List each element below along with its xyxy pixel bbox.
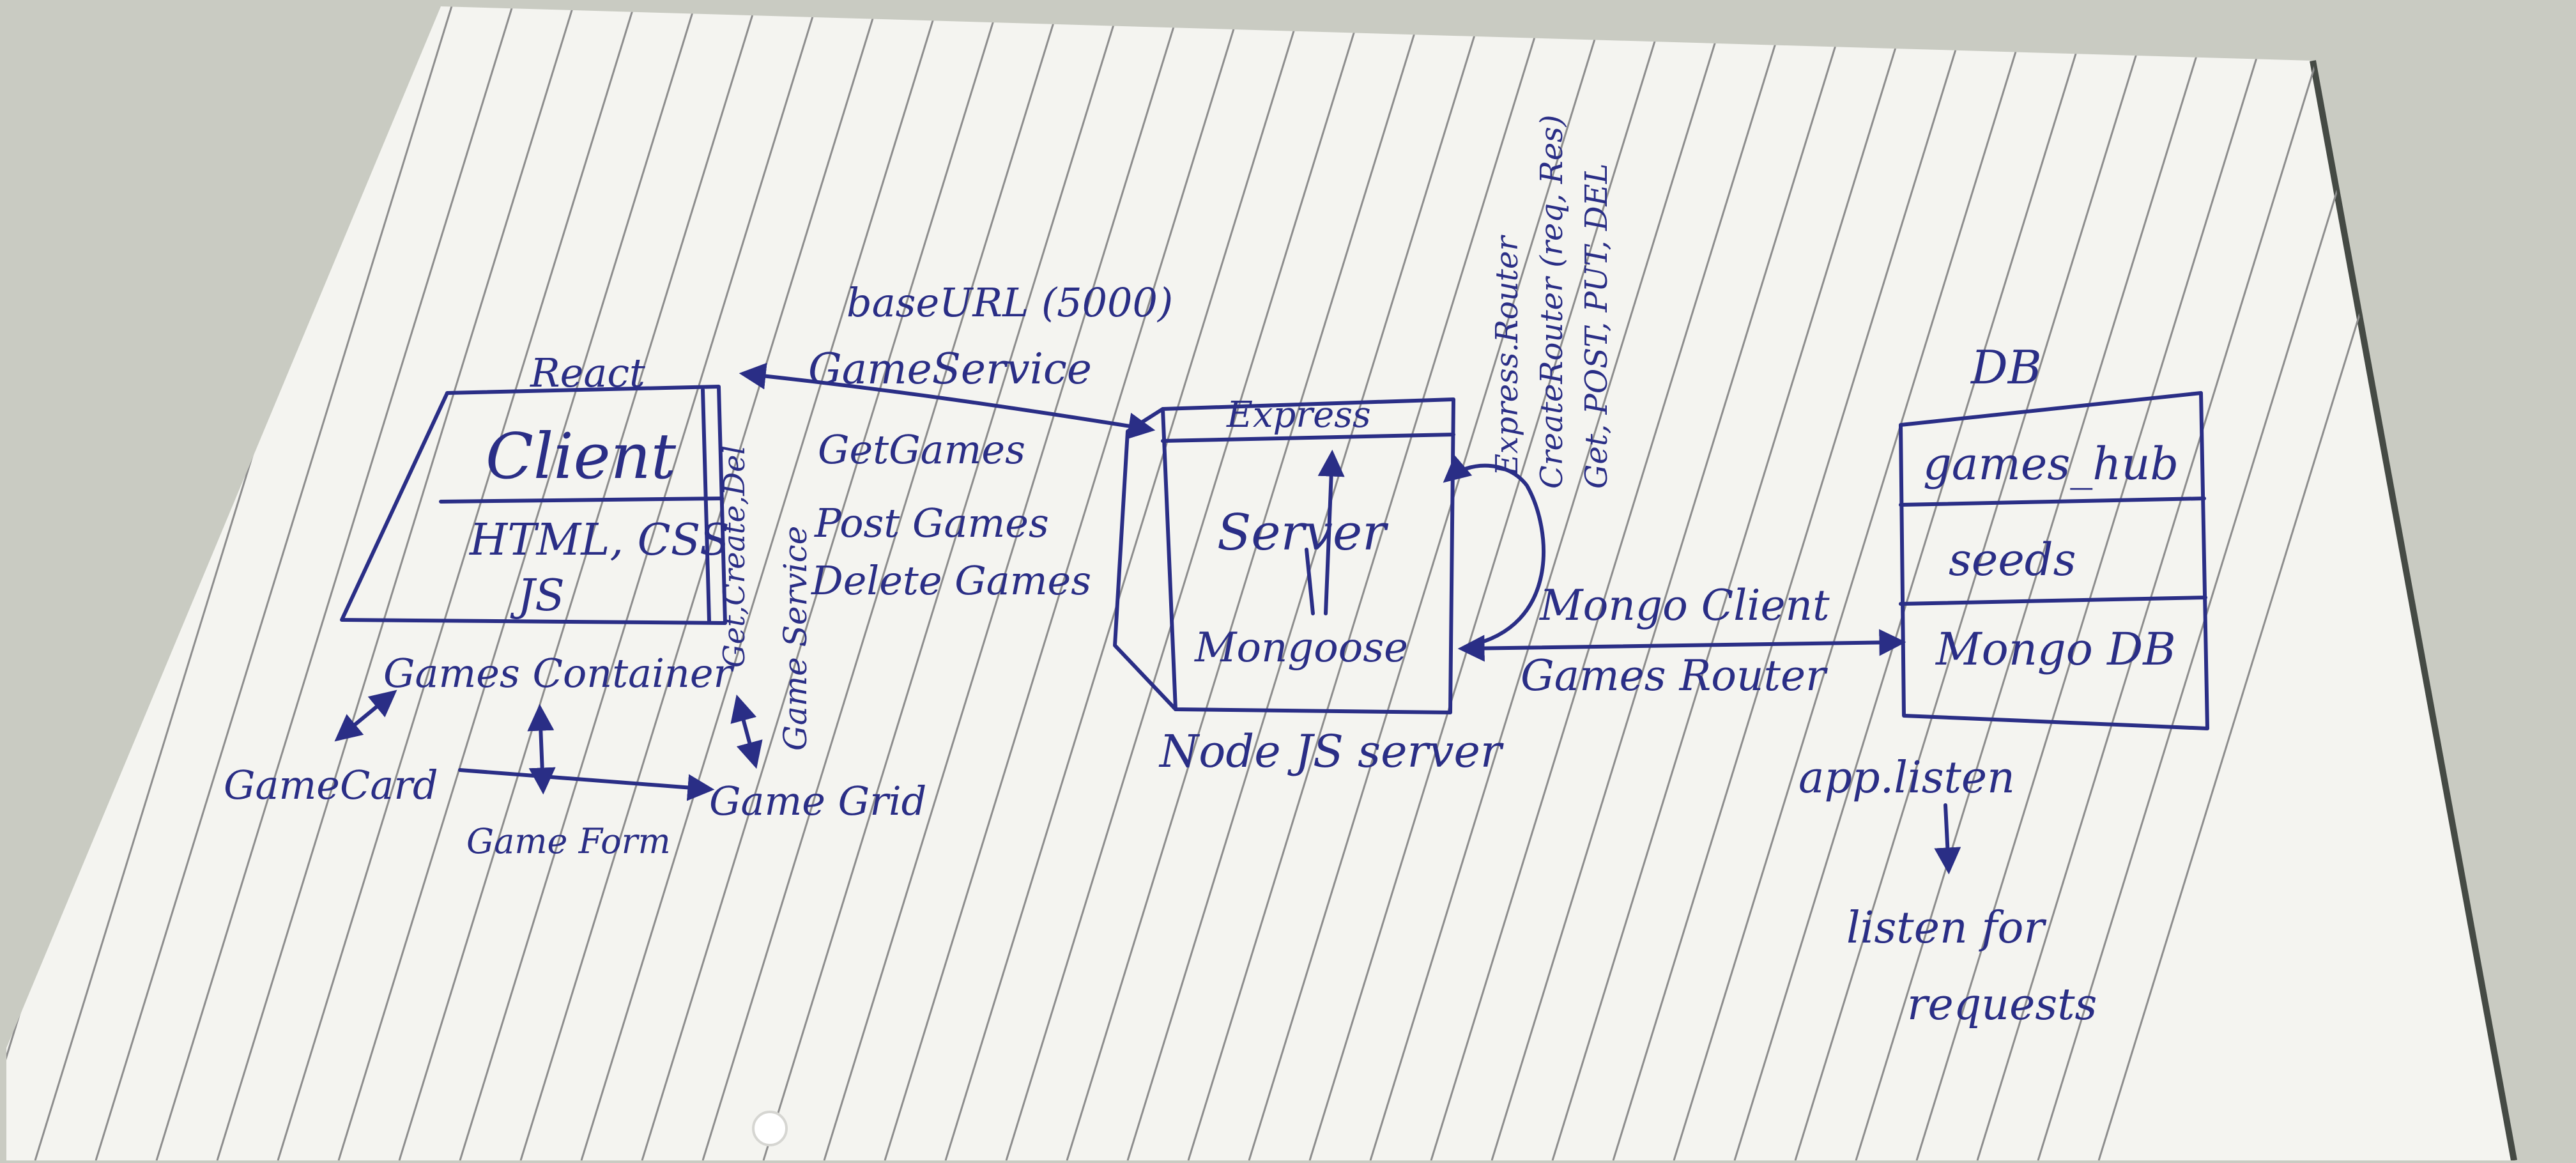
ruled-line	[1612, 6, 1972, 1160]
ruled-line	[155, 6, 516, 1160]
ruled-line	[1915, 6, 2276, 1160]
gamecard-label: GameCard	[224, 762, 438, 808]
ruled-line	[641, 6, 1001, 1160]
router-loop-arrow	[1443, 455, 1545, 647]
ruled-line	[216, 6, 576, 1160]
ruled-line	[823, 6, 1183, 1160]
listen-result-line1: listen for	[1846, 903, 2046, 953]
ruled-line	[1976, 6, 2336, 1160]
client-service-arrow	[730, 694, 763, 769]
ruled-line	[1369, 6, 1729, 1160]
server-express-divider	[1161, 433, 1455, 443]
node-server-caption: Node JS server	[1158, 725, 1504, 778]
game-service-label: GameService	[808, 344, 1092, 394]
db-header: DB	[1970, 341, 2042, 394]
gamegrid-label: Game Grid	[709, 778, 926, 824]
router-note-1: Express.Router	[1489, 235, 1525, 477]
server-inner-line	[1305, 548, 1315, 615]
ruled-line	[1066, 6, 1426, 1160]
service-to-express-arrow	[739, 362, 1156, 440]
server-front	[1161, 397, 1455, 714]
ruled-line	[944, 6, 1305, 1160]
client-tech-line2: JS	[510, 571, 565, 621]
games-container-label: Games Container	[383, 650, 735, 697]
server-to-db-arrow	[1457, 629, 1906, 662]
ruled-line	[1794, 6, 2154, 1160]
ruled-line	[762, 6, 1123, 1160]
client-side-label: Get,Create,Del	[717, 445, 751, 668]
ruled-line	[1248, 6, 1608, 1160]
ruled-line	[337, 6, 698, 1160]
service-vertical-label: Game Service	[777, 526, 814, 751]
ruled-line	[884, 6, 1244, 1160]
app-listen-label: app.listen	[1798, 753, 2015, 803]
ruled-line	[277, 6, 637, 1160]
router-note-3: Get, POST, PUT, DEL	[1579, 164, 1614, 489]
server-inner-arrow	[1317, 449, 1345, 615]
ruled-line	[2037, 6, 2397, 1160]
server-label: Server	[1217, 504, 1389, 562]
delete-games-method: Delete Games	[811, 557, 1091, 604]
ruled-line	[580, 6, 940, 1160]
ruled-line	[1491, 6, 1851, 1160]
client-side-divider	[701, 388, 711, 623]
ruled-line	[398, 6, 758, 1160]
paper-sheet	[6, 6, 2514, 1160]
client-title: Client	[486, 420, 677, 493]
ruled-line	[1855, 6, 2215, 1160]
ruled-line	[1733, 6, 2094, 1160]
gameform-label: Game Form	[466, 821, 671, 861]
mongoose-label: Mongoose	[1194, 624, 1408, 672]
get-games-method: GetGames	[818, 426, 1025, 473]
router-note-2: CreateRouter (req, Res)	[1534, 115, 1570, 489]
post-games-method: Post Games	[814, 500, 1049, 546]
ruled-line	[702, 6, 1062, 1160]
client-box	[340, 385, 727, 625]
mongo-client-label: Mongo Client	[1539, 581, 1830, 630]
container-gamecard-arrow	[334, 689, 397, 742]
express-label: Express	[1226, 394, 1371, 436]
client-divider	[439, 497, 724, 504]
base-url-label: baseURL (5000)	[847, 279, 1173, 326]
client-tech-line1: HTML, CSS	[468, 515, 730, 566]
ruled-line	[519, 6, 880, 1160]
ruled-line	[1673, 6, 2033, 1160]
db-row-mongodb: Mongo DB	[1935, 623, 2176, 675]
listen-arrow	[1934, 803, 1961, 875]
ruled-line	[1308, 6, 1669, 1160]
ruled-lines	[6, 6, 2458, 1160]
db-row-divider-1	[1899, 497, 2206, 507]
db-row-games-hub: games_hub	[1923, 438, 2179, 490]
games-router-label: Games Router	[1521, 651, 1828, 700]
db-row-seeds: seeds	[1949, 534, 2076, 586]
listen-result-line2: requests	[1907, 980, 2097, 1030]
paper-edge	[2310, 60, 2517, 1161]
ruled-line	[1430, 6, 1790, 1160]
ruled-line	[1187, 6, 1547, 1160]
gamecard-gamegrid-arrow	[458, 768, 715, 801]
db-table	[1899, 391, 2209, 730]
ruled-line	[459, 6, 819, 1160]
ruled-line	[1551, 6, 1912, 1160]
ruled-line	[95, 6, 455, 1160]
binder-hole	[752, 1111, 788, 1146]
ruled-line	[1005, 6, 1365, 1160]
ruled-line	[1126, 6, 1487, 1160]
react-label: React	[530, 350, 645, 396]
db-row-divider-2	[1899, 596, 2207, 606]
